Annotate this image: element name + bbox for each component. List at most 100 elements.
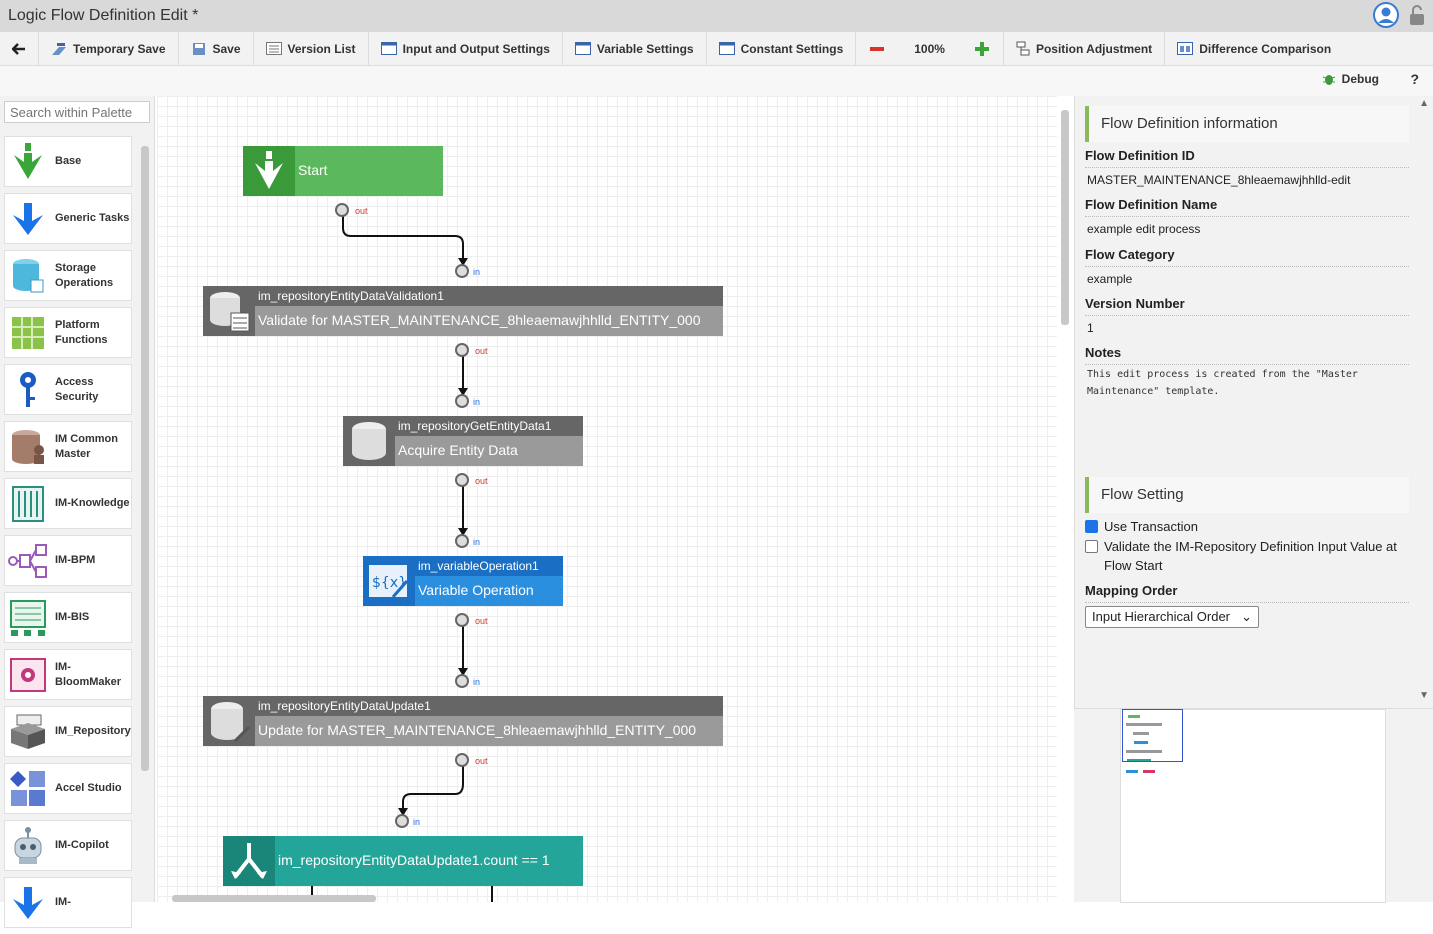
node1-out-port[interactable]	[455, 343, 469, 357]
node-label: Variable Operation	[418, 582, 534, 598]
palette-item[interactable]: Accel Studio	[4, 763, 132, 814]
palette-item[interactable]: IM-BIS	[4, 592, 132, 643]
node1-in-port[interactable]	[455, 264, 469, 278]
palette-item-label: IM Common Master	[55, 432, 118, 460]
flow-category-field: Flow Category example	[1085, 243, 1409, 291]
palette-item-label: IM-BIS	[55, 611, 90, 623]
palette-item-label: Accel Studio	[55, 782, 122, 794]
minimap-preview	[1126, 715, 1162, 773]
debug-label: Debug	[1341, 72, 1379, 86]
zoom-in-icon[interactable]	[974, 41, 989, 56]
position-adjustment-button[interactable]: Position Adjustment	[1004, 31, 1166, 66]
palette-item[interactable]: Access Security	[4, 364, 132, 415]
node5-in-port[interactable]	[395, 814, 409, 828]
constant-settings-button[interactable]: Constant Settings	[707, 31, 857, 66]
canvas-horizontal-scrollbar[interactable]	[172, 895, 376, 902]
start-node[interactable]: Start	[243, 146, 443, 196]
palette-item[interactable]: Storage Operations	[4, 250, 132, 301]
secondary-toolbar: Debug ?	[0, 66, 1433, 96]
palette-item[interactable]: IM-Copilot	[4, 820, 132, 871]
debug-button[interactable]: Debug	[1322, 72, 1379, 86]
node2-in-port[interactable]	[455, 394, 469, 408]
scroll-down-icon[interactable]: ▼	[1419, 690, 1429, 701]
get-entity-data-node[interactable]: im_repositoryGetEntityData1 Acquire Enti…	[343, 416, 583, 466]
generic-tasks-icon	[5, 196, 51, 242]
lock-icon[interactable]	[1407, 3, 1427, 32]
use-transaction-checkbox[interactable]: Use Transaction	[1085, 517, 1409, 536]
bug-icon	[1322, 75, 1335, 85]
palette-item[interactable]: IM-Knowledge	[4, 478, 132, 529]
condition-node[interactable]: im_repositoryEntityDataUpdate1.count == …	[223, 836, 583, 886]
palette-item[interactable]: Base	[4, 136, 132, 187]
field-value: example edit process	[1087, 222, 1201, 236]
window-icon	[574, 42, 591, 55]
flow-canvas[interactable]: Start out in im_repositoryEntityDataVali…	[157, 96, 1057, 902]
port-label: in	[473, 267, 481, 277]
zoom-out-icon[interactable]	[870, 42, 885, 56]
window-icon	[718, 42, 735, 55]
palette-search-input[interactable]	[4, 101, 150, 123]
canvas-vertical-scrollbar[interactable]	[1061, 110, 1069, 325]
node2-out-port[interactable]	[455, 473, 469, 487]
checkbox-checked-icon	[1085, 520, 1098, 533]
palette-item-label: IM-	[55, 896, 71, 908]
port-label: out	[475, 616, 488, 626]
validate-entity-node[interactable]: im_repositoryEntityDataValidation1 Valid…	[203, 286, 723, 336]
palette-item[interactable]: Generic Tasks	[4, 193, 132, 244]
flow-definition-id-field: Flow Definition ID MASTER_MAINTENANCE_8h…	[1085, 144, 1409, 192]
chevron-down-icon: ⌄	[1241, 609, 1252, 624]
node3-out-port[interactable]	[455, 613, 469, 627]
palette-item[interactable]: IM-BloomMaker	[4, 649, 132, 700]
checkbox-unchecked-icon	[1085, 540, 1098, 553]
back-button[interactable]	[0, 31, 39, 66]
save-button[interactable]: Save	[179, 31, 254, 66]
variable-operation-node[interactable]: ${x} im_variableOperation1 Variable Oper…	[363, 556, 563, 606]
palette-item[interactable]: IM-BPM	[4, 535, 132, 586]
scroll-up-icon[interactable]: ▲	[1419, 98, 1429, 109]
minimap-viewport[interactable]	[1122, 709, 1183, 762]
palette-item[interactable]: IM-	[4, 877, 132, 928]
field-label: Version Number	[1085, 292, 1409, 316]
start-out-port[interactable]	[335, 203, 349, 217]
node4-in-port[interactable]	[455, 674, 469, 688]
knowledge-icon	[5, 481, 51, 527]
palette-item[interactable]: IM_Repository	[4, 706, 132, 757]
node3-in-port[interactable]	[455, 534, 469, 548]
copilot-icon	[5, 823, 51, 869]
notes-textarea[interactable]: This edit process is created from the "M…	[1087, 369, 1358, 397]
palette-item[interactable]: Platform Functions	[4, 307, 132, 358]
minimap[interactable]	[1074, 708, 1433, 903]
version-list-button[interactable]: Version List	[254, 31, 369, 66]
bloommaker-icon	[5, 652, 51, 698]
field-label: Flow Definition ID	[1085, 144, 1409, 168]
zoom-level: 100%	[914, 41, 945, 56]
node4-out-port[interactable]	[455, 753, 469, 767]
field-label: Notes	[1085, 341, 1409, 365]
flow-definition-name-field: Flow Definition Name example edit proces…	[1085, 193, 1409, 241]
version-number-field: Version Number 1	[1085, 292, 1409, 340]
variable-settings-button[interactable]: Variable Settings	[563, 31, 707, 66]
storage-icon	[5, 253, 51, 299]
repository-icon	[5, 709, 51, 755]
palette-item-label: Platform Functions	[55, 318, 108, 346]
mapping-order-select[interactable]: Input Hierarchical Order ⌄	[1085, 606, 1259, 628]
temporary-save-button[interactable]: Temporary Save	[39, 31, 179, 66]
field-label: Flow Category	[1085, 243, 1409, 267]
save-label: Save	[212, 41, 241, 56]
port-label: in	[473, 397, 481, 407]
validate-input-checkbox[interactable]: Validate the IM-Repository Definition In…	[1085, 537, 1409, 575]
input-output-settings-button[interactable]: Input and Output Settings	[369, 31, 563, 66]
palette-item[interactable]: IM Common Master	[4, 421, 132, 472]
user-avatar-icon[interactable]	[1373, 2, 1399, 33]
start-node-label: Start	[298, 162, 328, 178]
update-entity-node[interactable]: im_repositoryEntityDataUpdate1 Update fo…	[203, 696, 723, 746]
help-button[interactable]: ?	[1410, 71, 1419, 87]
palette-item-label: Storage Operations	[55, 261, 114, 289]
mapping-order-field: Mapping Order	[1085, 579, 1409, 603]
difference-comparison-button[interactable]: Difference Comparison	[1165, 32, 1343, 66]
bpm-icon	[5, 538, 51, 584]
select-value: Input Hierarchical Order	[1092, 609, 1230, 624]
palette-scrollbar[interactable]	[141, 146, 149, 771]
